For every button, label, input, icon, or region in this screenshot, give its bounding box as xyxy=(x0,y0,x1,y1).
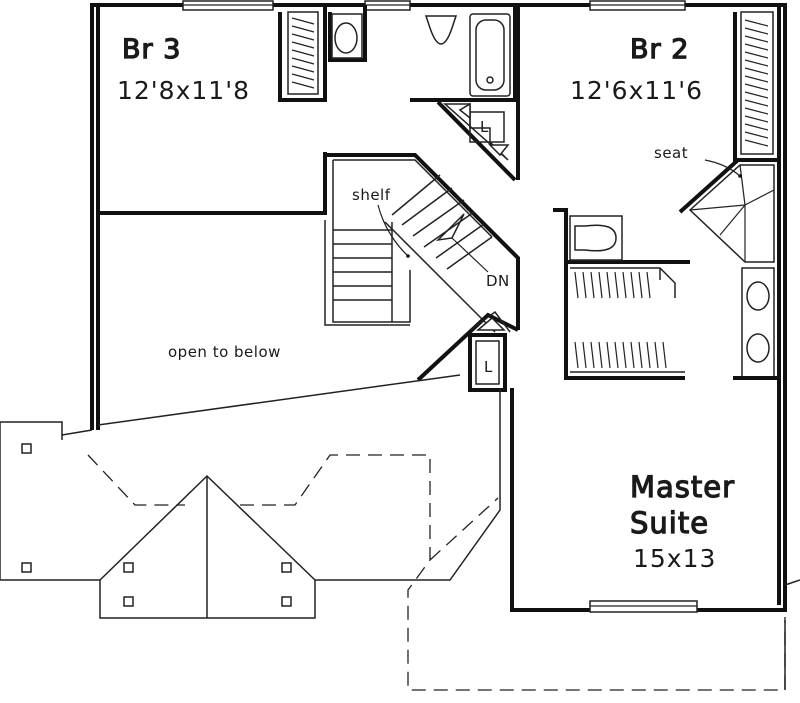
open-to-below-label: open to below xyxy=(168,343,281,361)
seat-leader-line xyxy=(704,159,741,177)
seat-leader-dot xyxy=(738,174,742,178)
br3-size: 12'8x11'8 xyxy=(117,76,250,105)
roof-outline xyxy=(0,374,800,691)
stair-down-label: DN xyxy=(486,272,510,290)
br3-name: Br 3 xyxy=(122,34,181,65)
roof-vents xyxy=(21,443,292,607)
master-bath-closet xyxy=(553,208,779,380)
exterior-walls xyxy=(90,3,787,612)
linen-closet-label-lower: L xyxy=(484,358,493,376)
br3-closet-rod xyxy=(291,17,315,89)
walk-in-closet-rods xyxy=(574,271,667,369)
br2-size: 12'6x11'6 xyxy=(570,76,703,105)
shelf-label: shelf xyxy=(352,186,391,204)
br2-walls xyxy=(733,11,779,162)
windows xyxy=(182,0,698,613)
window-seat xyxy=(678,158,779,263)
hall-bath xyxy=(328,5,520,180)
linen-closet-label-upper: L xyxy=(480,118,489,136)
master-suite-size: 15x13 xyxy=(633,544,716,573)
master-suite-name-line2: Suite xyxy=(630,506,709,540)
shelf-leader-dot xyxy=(406,254,410,258)
master-suite-name-line1: Master xyxy=(630,470,735,504)
br2-name: Br 2 xyxy=(630,34,689,65)
window-seat-label: seat xyxy=(654,144,688,162)
staircase xyxy=(324,153,520,333)
br3-walls xyxy=(98,5,327,215)
br2-closet-rod xyxy=(744,19,769,147)
linen-closet-upper xyxy=(436,100,517,182)
linen-closet-lower xyxy=(416,310,519,392)
shelf-leader-line xyxy=(377,204,409,257)
